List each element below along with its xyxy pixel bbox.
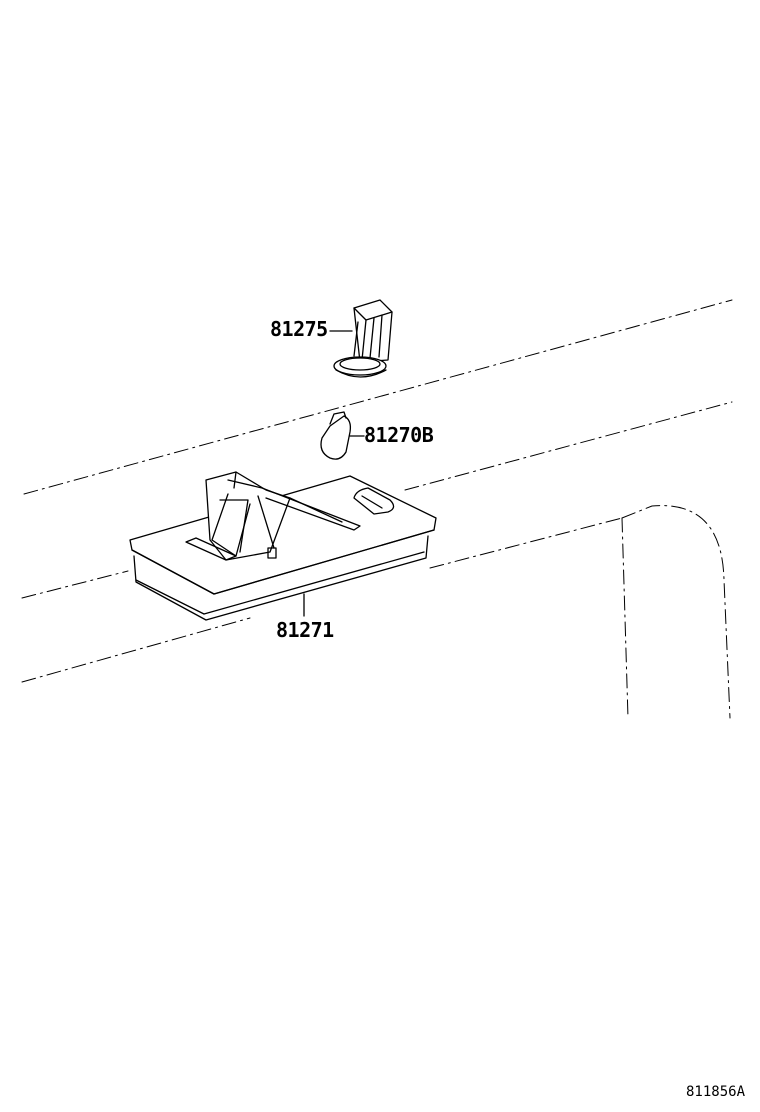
body-line-lower-left (22, 618, 250, 682)
bulb-base (330, 412, 346, 424)
body-line-middle-right (405, 402, 732, 490)
socket-part[interactable] (334, 300, 392, 377)
body-line-middle-left (22, 571, 128, 598)
lamp-lens-housing (134, 536, 428, 620)
window-opening-outline (622, 506, 730, 718)
part-number-81271: 81271 (276, 618, 334, 642)
window-inner-edge (622, 518, 628, 718)
socket-flange (334, 357, 386, 375)
body-line-lower-right (430, 518, 622, 568)
diagram-reference-code: 811856A (686, 1084, 746, 1100)
lamp-assembly-part[interactable] (130, 472, 436, 620)
lamp-slot (354, 488, 394, 514)
part-number-81270b: 81270B (364, 423, 434, 447)
body-outline (22, 300, 732, 718)
lamp-top-plate (130, 476, 436, 594)
body-line-top (24, 300, 732, 494)
lamp-connector-tower (206, 472, 290, 560)
bulb-part[interactable] (321, 412, 364, 459)
part-number-81275: 81275 (270, 317, 328, 341)
bulb-glass (321, 416, 350, 459)
